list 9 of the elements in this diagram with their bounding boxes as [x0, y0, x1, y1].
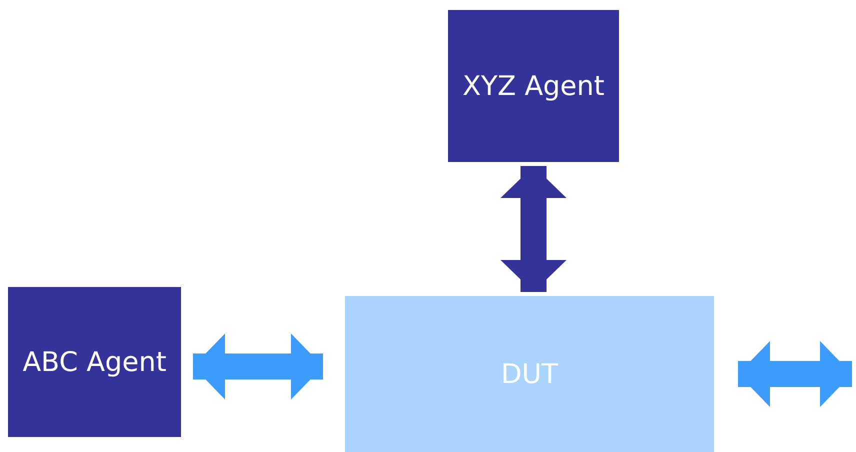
double-arrow — [500, 166, 566, 292]
double-arrow — [193, 334, 323, 400]
double-arrow — [738, 341, 852, 407]
node-label: DUT — [500, 358, 558, 390]
node-label: ABC Agent — [22, 346, 166, 378]
agent-box — [448, 10, 619, 162]
device-box — [345, 296, 714, 452]
node-label: XYZ Agent — [462, 70, 604, 102]
agent-box — [8, 287, 181, 437]
